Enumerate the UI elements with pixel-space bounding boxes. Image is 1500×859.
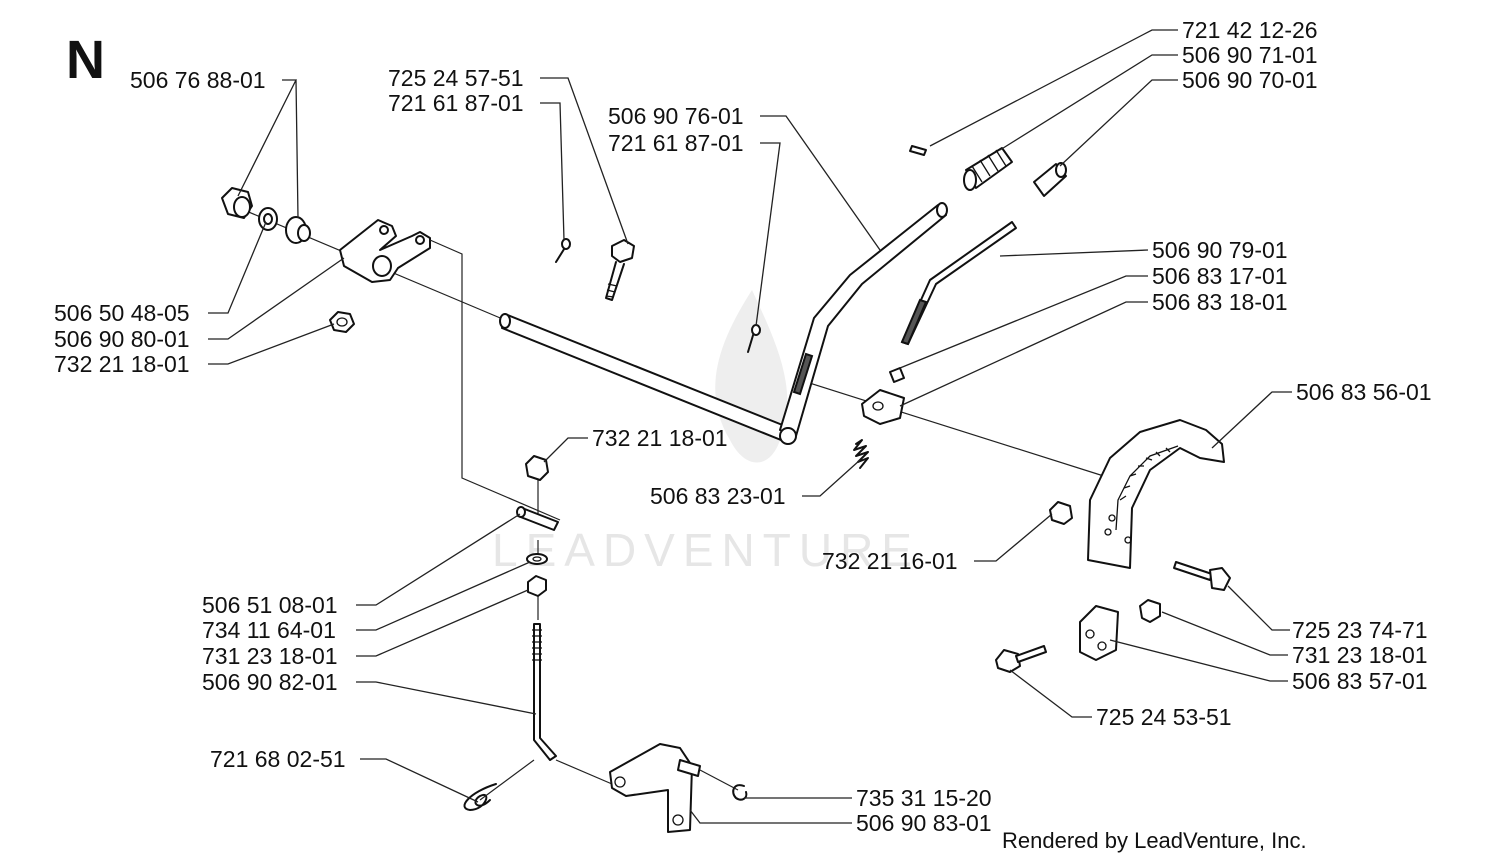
label-506-50-48-05[interactable]: 506 50 48-05 — [54, 300, 190, 326]
label-506-83-18-01[interactable]: 506 83 18-01 — [1152, 289, 1288, 315]
washer[interactable] — [526, 553, 548, 565]
bell-crank[interactable] — [609, 743, 701, 833]
label-734-11-64-01[interactable]: 734 11 64-01 — [202, 617, 336, 643]
nut-quadrant[interactable] — [1049, 501, 1073, 525]
label-506-90-79-01[interactable]: 506 90 79-01 — [1152, 237, 1288, 263]
bushing-group[interactable] — [221, 187, 311, 244]
label-506-90-71-01[interactable]: 506 90 71-01 — [1182, 42, 1318, 68]
rod-spacer[interactable] — [889, 367, 905, 383]
label-506-83-17-01[interactable]: 506 83 17-01 — [1152, 263, 1288, 289]
label-725-24-57-51[interactable]: 725 24 57-51 — [388, 65, 524, 91]
label-725-23-74-71[interactable]: 725 23 74-71 — [1292, 617, 1428, 643]
adjusting-rod[interactable] — [532, 623, 557, 761]
yoke-bracket[interactable] — [339, 219, 431, 283]
label-731-23-18-01-b[interactable]: 731 23 18-01 — [1292, 642, 1428, 668]
parts — [221, 145, 1231, 833]
nut-left[interactable] — [329, 311, 355, 333]
release-knob[interactable] — [1033, 162, 1067, 197]
watermark-text: LEADVENTURE — [492, 524, 920, 576]
label-506-90-83-01[interactable]: 506 90 83-01 — [856, 810, 992, 836]
label-721-68-02-51[interactable]: 721 68 02-51 — [210, 746, 346, 772]
label-506-83-56-01[interactable]: 506 83 56-01 — [1296, 379, 1432, 405]
main-lever[interactable] — [779, 202, 948, 445]
label-735-31-15-20[interactable]: 735 31 15-20 — [856, 785, 992, 811]
cotter-pin-1[interactable] — [555, 238, 571, 263]
leader-lines — [208, 29, 1292, 824]
label-506-90-80-01[interactable]: 506 90 80-01 — [54, 326, 190, 352]
part-labels: 506 76 88-01 725 24 57-51 721 61 87-01 5… — [54, 17, 1432, 836]
axis-line-right — [799, 379, 1111, 479]
label-506-83-23-01[interactable]: 506 83 23-01 — [650, 483, 786, 509]
section-letter: N — [66, 30, 105, 90]
hairpin-clip[interactable] — [463, 783, 497, 811]
release-rod[interactable] — [900, 221, 1017, 346]
label-506-83-57-01[interactable]: 506 83 57-01 — [1292, 668, 1428, 694]
bolt-top[interactable] — [605, 239, 635, 301]
label-506-90-82-01[interactable]: 506 90 82-01 — [202, 669, 338, 695]
link-line — [555, 759, 613, 785]
label-506-90-70-01[interactable]: 506 90 70-01 — [1182, 67, 1318, 93]
spring[interactable] — [853, 439, 869, 469]
label-721-61-87-01-b[interactable]: 721 61 87-01 — [608, 130, 744, 156]
pawl[interactable] — [861, 389, 905, 425]
pin-axis — [699, 769, 739, 791]
nut-block[interactable] — [1139, 599, 1161, 623]
quadrant-plate[interactable] — [1087, 419, 1225, 569]
nut-rod[interactable] — [527, 575, 547, 597]
handle-grip[interactable] — [963, 147, 1013, 191]
mount-block[interactable] — [1079, 605, 1119, 661]
label-731-23-18-01-a[interactable]: 731 23 18-01 — [202, 643, 338, 669]
label-506-90-76-01[interactable]: 506 90 76-01 — [608, 103, 744, 129]
label-725-24-53-51[interactable]: 725 24 53-51 — [1096, 704, 1232, 730]
nut-middle[interactable] — [525, 455, 549, 481]
link-guide-line — [429, 239, 561, 521]
clip-line — [479, 759, 535, 801]
bolt-quadrant[interactable] — [1173, 561, 1231, 591]
bolt-block[interactable] — [995, 645, 1047, 673]
label-721-61-87-01-a[interactable]: 721 61 87-01 — [388, 90, 524, 116]
label-721-42-12-26[interactable]: 721 42 12-26 — [1182, 17, 1318, 43]
label-732-21-18-01-b[interactable]: 732 21 18-01 — [592, 425, 728, 451]
credit-text: Rendered by LeadVenture, Inc. — [1002, 828, 1307, 853]
label-732-21-16-01[interactable]: 732 21 16-01 — [822, 548, 958, 574]
label-732-21-18-01-a[interactable]: 732 21 18-01 — [54, 351, 190, 377]
spring-pin[interactable] — [909, 145, 927, 156]
label-506-76-88-01[interactable]: 506 76 88-01 — [130, 67, 266, 93]
label-506-51-08-01[interactable]: 506 51 08-01 — [202, 592, 338, 618]
